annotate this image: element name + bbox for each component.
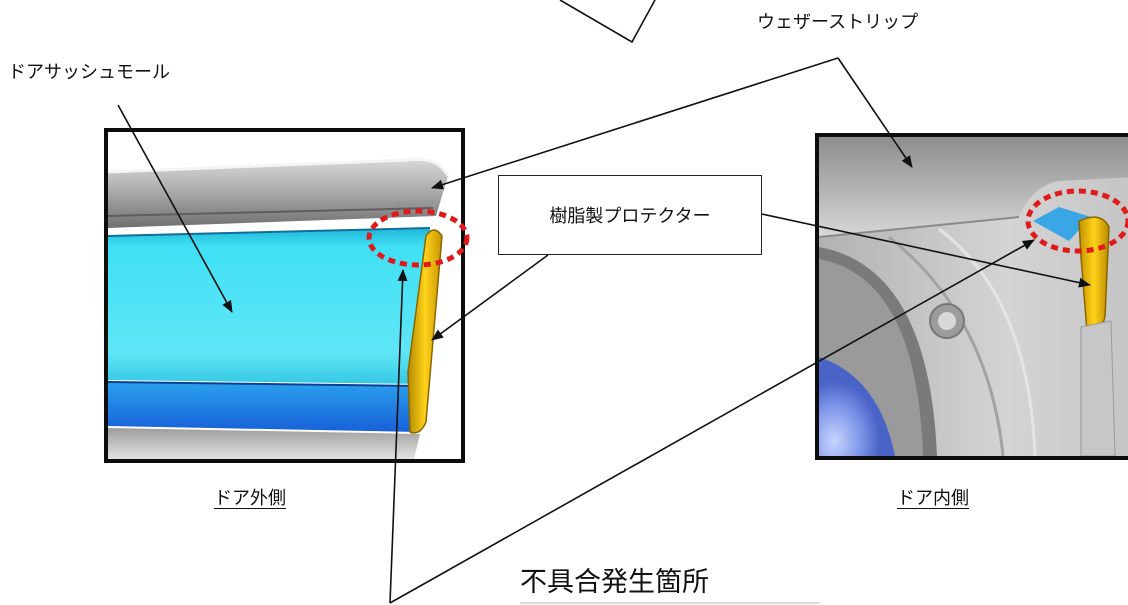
outer-sash-moulding-shape [108, 228, 430, 384]
door-inner-illustration [819, 137, 1128, 456]
door-outer-illustration [108, 132, 461, 459]
door-inner-caption: ドア内側 [897, 488, 969, 509]
resin-protector-callout: 樹脂製プロテクター [498, 175, 762, 255]
resin-protector-label: 樹脂製プロテクター [549, 206, 711, 227]
weatherstrip-leader-outer [431, 57, 839, 190]
sash-moulding-label: ドアサッシュモール [8, 62, 170, 83]
door-outer-caption: ドア外側 [214, 488, 286, 509]
weatherstrip-label: ウェザーストリップ [757, 12, 919, 33]
door-inner-view [815, 133, 1128, 460]
defect-label-rule [520, 602, 820, 604]
top-callout-fragment [559, 0, 656, 44]
door-outer-view [104, 128, 465, 463]
defect-location-label: 不具合発生箇所 [520, 567, 709, 598]
